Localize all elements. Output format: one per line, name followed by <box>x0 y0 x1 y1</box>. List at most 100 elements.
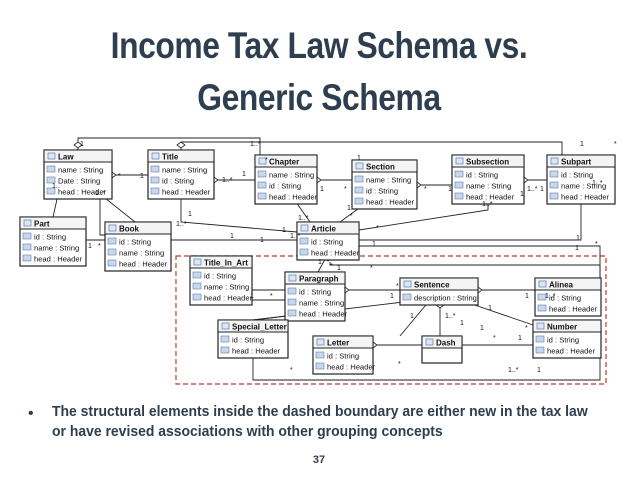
class-name: Letter <box>327 339 349 348</box>
class-attribute: head : Header <box>58 188 107 197</box>
class-attribute: description : String <box>414 294 477 303</box>
class-attribute: id : String <box>204 272 236 281</box>
class-attribute: name : String <box>119 249 164 258</box>
class-section: Section name : String id : String head : He… <box>351 159 418 210</box>
class-icon <box>550 157 559 165</box>
class-attribute: id : String <box>34 233 66 242</box>
attribute-icon <box>454 170 464 178</box>
attribute-icon <box>535 346 545 354</box>
attribute-icon <box>257 181 267 189</box>
class-attribute: head : Header <box>549 305 598 314</box>
class-name: Chapter <box>269 158 299 167</box>
multiplicity-label: 1 <box>390 293 394 300</box>
association-line <box>252 350 601 381</box>
class-icon <box>536 322 545 330</box>
class-icon <box>455 157 464 165</box>
class-icon <box>425 338 434 346</box>
multiplicity-label: 1..* <box>298 215 309 222</box>
class-icon <box>258 157 267 165</box>
attribute-icon <box>299 248 309 256</box>
attribute-icon <box>107 259 117 267</box>
attribute-icon <box>107 237 117 245</box>
multiplicity-label: 1..* <box>176 221 187 228</box>
class-name: Book <box>119 225 140 234</box>
multiplicity-label: * <box>424 186 427 193</box>
multiplicity-label: 1..* <box>527 186 538 193</box>
attribute-icon <box>22 232 32 240</box>
multiplicity-label: * <box>118 173 121 180</box>
multiplicity-label: 1 <box>410 313 414 320</box>
class-name: Alinea <box>549 281 574 290</box>
class-name: Section <box>366 163 395 172</box>
multiplicity-label: * <box>614 141 617 148</box>
class-attribute: head : Header <box>204 294 253 303</box>
attribute-icon <box>315 362 325 370</box>
multiplicity-label: 1 <box>260 237 264 244</box>
attribute-icon <box>287 309 297 317</box>
class-name: Article <box>311 225 336 234</box>
class-dash: Dash <box>421 335 463 364</box>
multiplicity-label: * <box>493 335 496 342</box>
class-name: Title <box>162 153 179 162</box>
class-attribute: id : String <box>366 187 398 196</box>
class-icon <box>355 162 364 170</box>
class-attribute: id : String <box>311 238 343 247</box>
class-name: Subsection <box>466 158 509 167</box>
class-attribute: name : String <box>366 176 411 185</box>
class-attribute: name : String <box>269 171 314 180</box>
multiplicity-label: * <box>290 367 293 374</box>
multiplicity-label: 1 <box>250 293 254 300</box>
association-line <box>359 245 601 278</box>
attribute-icon <box>220 346 230 354</box>
class-attribute: id : String <box>232 336 264 345</box>
multiplicity-label: 1 <box>537 367 541 374</box>
class-icon <box>288 274 297 282</box>
attribute-icon <box>549 170 559 178</box>
class-attribute: id : String <box>299 288 331 297</box>
attribute-icon <box>257 192 267 200</box>
class-attribute: head : Header <box>366 198 415 207</box>
association-line <box>399 299 431 337</box>
attribute-icon <box>46 187 56 195</box>
class-name: Dash <box>436 339 456 348</box>
multiplicity-label: 1..* <box>222 177 233 184</box>
class-attribute: Date : String <box>58 177 100 186</box>
multiplicity-label: 1 <box>357 155 361 162</box>
multiplicity-label: * <box>595 241 598 248</box>
multiplicity-label: 1 <box>448 186 452 193</box>
multiplicity-label: 1 <box>242 171 246 178</box>
multiplicity-label: 1 <box>580 141 584 148</box>
class-attribute: id : String <box>162 177 194 186</box>
class-name: Title_In_Art <box>204 259 248 268</box>
association-line <box>359 188 582 241</box>
attribute-icon <box>46 165 56 173</box>
multiplicity-label: * <box>370 265 373 272</box>
association-line <box>99 186 105 236</box>
class-attribute: id : String <box>547 336 579 345</box>
class-attribute: head : Header <box>119 260 168 269</box>
multiplicity-label: 1..* <box>545 293 556 300</box>
bullet-text: The structural elements inside the dashe… <box>52 403 588 440</box>
attribute-icon <box>192 282 202 290</box>
multiplicity-label: * <box>265 157 268 164</box>
class-name: Part <box>34 220 50 229</box>
class-attribute: name : String <box>58 166 103 175</box>
attribute-icon <box>22 243 32 251</box>
class-icon <box>403 280 412 288</box>
class-attribute: head : Header <box>327 363 376 372</box>
multiplicity-label: * <box>344 186 347 193</box>
class-attribute: name : String <box>561 182 606 191</box>
attribute-icon <box>287 287 297 295</box>
class-icon <box>221 322 230 330</box>
multiplicity-label: 1 <box>540 186 544 193</box>
multiplicity-label: 1 <box>518 335 522 342</box>
multiplicity-label: * <box>396 283 399 290</box>
attribute-icon <box>150 165 160 173</box>
